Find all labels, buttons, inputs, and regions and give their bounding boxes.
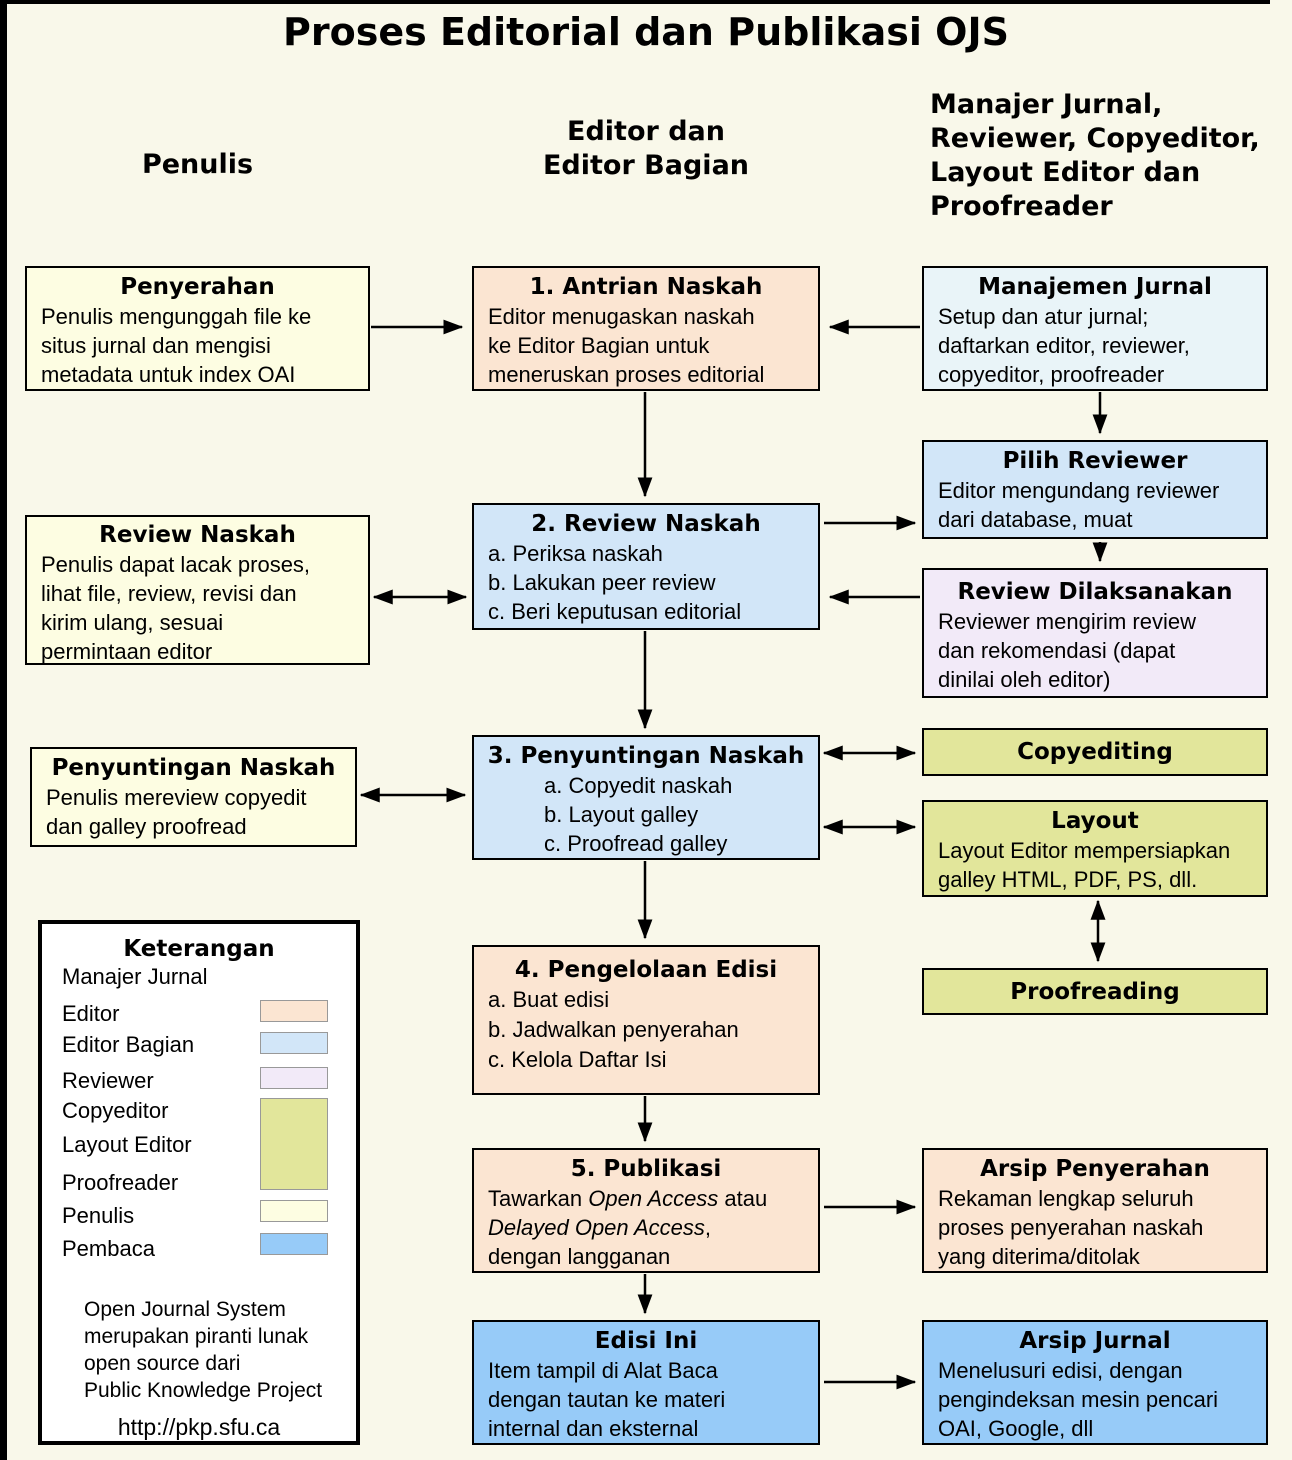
box-list-item: b. Jadwalkan penyerahan — [488, 1017, 739, 1042]
flow-box-pilih-reviewer: Pilih Reviewer Editor mengundang reviewe… — [922, 440, 1268, 539]
flow-box-review-naskah: 2. Review Naskah a. Periksa naskah b. La… — [472, 503, 820, 630]
body-text-italic: Open Access — [588, 1186, 719, 1211]
box-title: Proofreading — [1010, 979, 1180, 1005]
body-text: , dengan langganan — [488, 1215, 711, 1269]
legend: Keterangan Manajer Jurnal Editor Editor … — [38, 920, 360, 1445]
box-body: Editor mengundang reviewer dari database… — [938, 478, 1220, 532]
legend-label-reviewer: Reviewer — [62, 1068, 154, 1093]
frame-top-border — [0, 0, 1270, 4]
box-list-item: a. Buat edisi — [488, 987, 610, 1012]
box-list-item: c. Kelola Daftar Isi — [488, 1047, 667, 1072]
box-list-item: c. Proofread galley — [544, 831, 728, 856]
box-title: Pilih Reviewer — [1002, 448, 1188, 474]
box-title: 3. Penyuntingan Naskah — [487, 743, 805, 769]
box-body: Rekaman lengkap seluruh proses penyeraha… — [938, 1186, 1204, 1269]
box-body: Editor menugaskan naskah ke Editor Bagia… — [488, 304, 765, 387]
box-title: Arsip Jurnal — [1019, 1328, 1171, 1354]
flow-box-copyediting: Copyediting — [922, 728, 1268, 776]
flow-box-arsip-jurnal: Arsip Jurnal Menelusuri edisi, dengan pe… — [922, 1320, 1268, 1445]
legend-label-penulis: Penulis — [62, 1203, 135, 1228]
box-body: Item tampil di Alat Baca dengan tautan k… — [488, 1358, 726, 1441]
box-title: Review Dilaksanakan — [957, 579, 1233, 605]
legend-label-manajer-jurnal: Manajer Jurnal — [62, 964, 208, 989]
box-title: Review Naskah — [99, 522, 296, 548]
flow-box-pengelolaan-edisi: 4. Pengelolaan Edisi a. Buat edisi b. Ja… — [472, 945, 820, 1095]
box-body: Penulis mereview copyedit dan galley pro… — [46, 785, 307, 839]
legend-swatch-editor-bagian — [260, 1032, 328, 1054]
column-header-editor: Editor dan Editor Bagian — [542, 116, 750, 181]
flow-box-proofreading: Proofreading — [922, 968, 1268, 1015]
flow-box-review-dilaksanakan: Review Dilaksanakan Reviewer mengirim re… — [922, 568, 1268, 698]
box-title: Layout — [1051, 808, 1139, 834]
legend-swatch-penulis — [260, 1200, 328, 1222]
box-list-item: b. Lakukan peer review — [488, 570, 716, 595]
box-body: Layout Editor mempersiapkan galley HTML,… — [938, 838, 1231, 892]
box-body: Tawarkan Open Access atau Delayed Open A… — [474, 1184, 818, 1271]
box-title: 2. Review Naskah — [531, 511, 761, 537]
column-header-manajer: Manajer Jurnal, Reviewer, Copyeditor, La… — [930, 89, 1260, 222]
box-title: Copyediting — [1017, 739, 1173, 765]
flow-box-antrian-naskah: 1. Antrian Naskah Editor menugaskan nask… — [472, 266, 820, 391]
box-title: Penyerahan — [120, 274, 275, 300]
body-text: Tawarkan — [488, 1186, 589, 1211]
box-title: Arsip Penyerahan — [980, 1156, 1210, 1182]
box-body: Setup dan atur jurnal; daftarkan editor,… — [938, 304, 1190, 387]
box-body: Menelusuri edisi, dengan pengindeksan me… — [938, 1358, 1219, 1441]
flow-box-penyerahan: Penyerahan Penulis mengunggah file ke si… — [25, 266, 370, 391]
page-title: Proses Editorial dan Publikasi OJS — [283, 10, 1009, 54]
box-title: 1. Antrian Naskah — [529, 274, 763, 300]
box-list-item: b. Layout galley — [544, 802, 699, 827]
flow-box-publikasi: 5. Publikasi Tawarkan Open Access atau D… — [472, 1148, 820, 1273]
box-body: Reviewer mengirim review dan rekomendasi… — [938, 609, 1196, 692]
body-text: atau — [724, 1186, 768, 1211]
box-body: Penulis mengunggah file ke situs jurnal … — [41, 304, 312, 387]
box-list-item: a. Copyedit naskah — [544, 773, 733, 798]
flow-box-arsip-penyerahan: Arsip Penyerahan Rekaman lengkap seluruh… — [922, 1148, 1268, 1273]
legend-label-editor-bagian: Editor Bagian — [62, 1032, 195, 1057]
box-list-item: a. Periksa naskah — [488, 541, 663, 566]
flow-box-layout: Layout Layout Editor mempersiapkan galle… — [922, 800, 1268, 897]
box-title: Penyuntingan Naskah — [51, 755, 336, 781]
box-title: Manajemen Jurnal — [978, 274, 1212, 300]
flow-box-review-naskah-penulis: Review Naskah Penulis dapat lacak proses… — [25, 515, 370, 665]
legend-label-proofreader: Proofreader — [62, 1170, 179, 1195]
legend-swatch-editor — [260, 1000, 328, 1022]
box-body: Penulis dapat lacak proses, lihat file, … — [41, 552, 311, 664]
column-header-penulis: Penulis — [141, 149, 254, 180]
legend-swatch-copyeditor-layout-proofreader — [260, 1098, 328, 1190]
box-title: Edisi Ini — [594, 1328, 698, 1354]
flow-box-penyuntingan-naskah-penulis: Penyuntingan Naskah Penulis mereview cop… — [30, 747, 357, 847]
flow-box-penyuntingan-naskah: 3. Penyuntingan Naskah a. Copyedit naska… — [472, 735, 820, 860]
frame-left-border — [0, 0, 7, 1460]
box-list-item: c. Beri keputusan editorial — [488, 599, 742, 624]
legend-label-pembaca: Pembaca — [62, 1236, 155, 1261]
legend-swatch-pembaca — [260, 1233, 328, 1255]
legend-label-editor: Editor — [62, 1001, 120, 1026]
box-title: 4. Pengelolaan Edisi — [514, 957, 778, 983]
legend-label-copyeditor: Copyeditor — [62, 1098, 169, 1123]
flow-box-manajemen-jurnal: Manajemen Jurnal Setup dan atur jurnal; … — [922, 266, 1268, 391]
legend-label-layout-editor: Layout Editor — [62, 1132, 192, 1157]
legend-footer-text: Open Journal System merupakan piranti lu… — [84, 1298, 323, 1402]
flow-box-edisi-ini: Edisi Ini Item tampil di Alat Baca denga… — [472, 1320, 820, 1445]
body-text-italic: Delayed Open Access — [488, 1215, 705, 1240]
legend-title: Keterangan — [123, 936, 275, 962]
legend-swatch-reviewer — [260, 1067, 328, 1089]
legend-url: http://pkp.sfu.ca — [117, 1414, 281, 1440]
box-title: 5. Publikasi — [570, 1156, 722, 1182]
